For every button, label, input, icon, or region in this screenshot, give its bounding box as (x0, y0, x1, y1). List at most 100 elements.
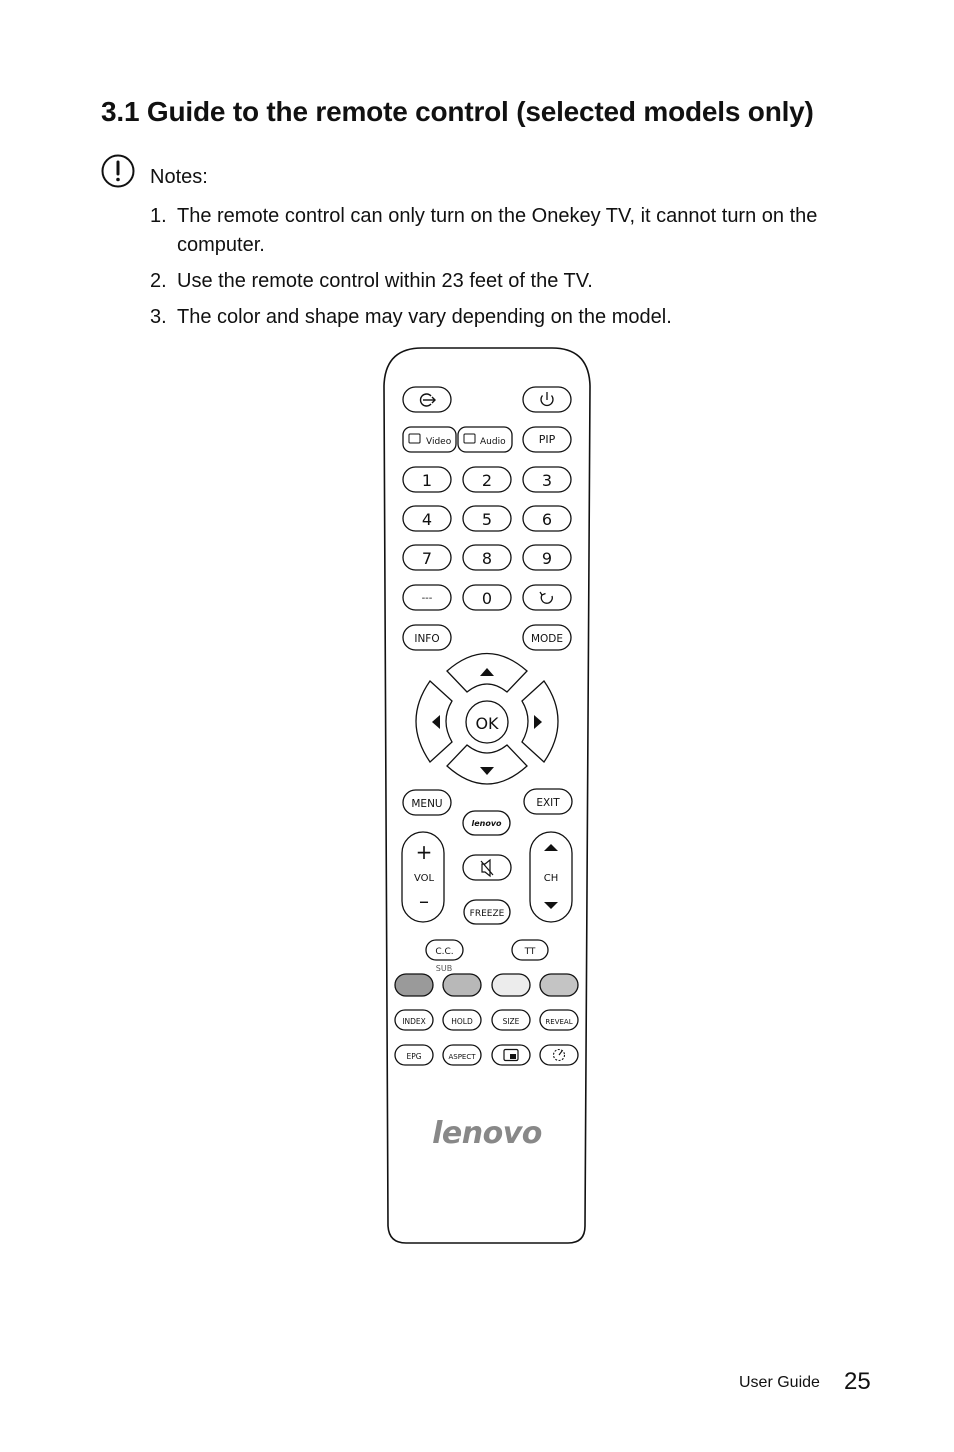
hold-label: HOLD (451, 1017, 473, 1026)
sleep-button (539, 1044, 579, 1066)
color-key-4 (539, 973, 579, 997)
digit-label: 3 (542, 471, 552, 490)
video-button: Video (402, 426, 457, 453)
menu-label: MENU (411, 798, 442, 810)
right-arrow-icon (534, 715, 542, 729)
channel-down-icon (544, 902, 558, 909)
reveal-label: REVEAL (545, 1018, 572, 1026)
info-button: INFO (402, 624, 452, 651)
power-icon (540, 392, 554, 407)
cc-button: C.C. (425, 939, 464, 961)
aspect-label: ASPECT (448, 1053, 476, 1061)
index-label: INDEX (402, 1017, 425, 1026)
dash-button: --- (402, 584, 452, 611)
freeze-button: FREEZE (463, 899, 511, 925)
vol-label: VOL (414, 873, 435, 884)
remote-control-illustration: Video Audio PIP 1 2 3 4 5 6 7 8 9 --- 0 … (383, 347, 591, 1244)
note-number: 3. (150, 306, 167, 328)
ok-label: OK (475, 714, 499, 733)
input-source-button (402, 386, 452, 413)
note-item: 3. The color and shape may vary depending… (150, 303, 870, 332)
digit-button-0: 0 (462, 584, 512, 611)
sub-label: SUB (436, 964, 452, 973)
size-label: SIZE (503, 1017, 520, 1026)
digit-label: 2 (482, 471, 492, 490)
dpad-right-button (521, 680, 559, 763)
lenovo-button-logo: lenovo (471, 819, 502, 828)
channel-up-icon (544, 844, 558, 851)
exit-label: EXIT (536, 797, 560, 809)
footer-label: User Guide (739, 1374, 820, 1391)
tt-label: TT (524, 947, 536, 957)
digit-button-3: 3 (522, 466, 572, 493)
size-button: SIZE (491, 1009, 531, 1031)
dpad-down-button (446, 744, 528, 785)
digit-button-7: 7 (402, 544, 452, 571)
dpad: OK (415, 652, 559, 785)
screen-button (491, 1044, 531, 1066)
screen-icon (503, 1048, 519, 1062)
dash-label: --- (422, 593, 433, 604)
reveal-button: REVEAL (539, 1009, 579, 1031)
notes-list: 1.The remote control can only turn on th… (150, 202, 870, 339)
digit-button-9: 9 (522, 544, 572, 571)
dpad-up-button (446, 652, 528, 693)
ok-button: OK (465, 700, 509, 744)
warning-icon (101, 154, 135, 188)
lenovo-button: lenovo (462, 810, 511, 836)
digit-label: 0 (482, 589, 492, 608)
audio-icon (463, 433, 476, 444)
freeze-label: FREEZE (470, 909, 505, 919)
note-number: 2. (150, 270, 167, 292)
left-arrow-icon (432, 715, 440, 729)
input-icon (419, 393, 436, 407)
digit-button-1: 1 (402, 466, 452, 493)
power-button (522, 386, 572, 413)
video-icon (408, 433, 421, 444)
aspect-button: ASPECT (442, 1044, 482, 1066)
note-text: The remote control can only turn on the … (177, 205, 818, 256)
epg-label: EPG (406, 1052, 421, 1061)
sleep-timer-icon (552, 1048, 566, 1062)
digit-button-5: 5 (462, 505, 512, 532)
info-label: INFO (414, 633, 439, 645)
digit-label: 7 (422, 549, 432, 568)
volume-down-icon: – (419, 889, 429, 913)
pip-label: PIP (539, 433, 556, 446)
video-label: Video (426, 437, 452, 447)
remote-body (383, 347, 591, 1244)
digit-button-4: 4 (402, 505, 452, 532)
color-key-1 (394, 973, 434, 997)
page-number: 25 (844, 1368, 871, 1395)
digit-label: 8 (482, 549, 492, 568)
dpad-left-button (415, 680, 453, 763)
up-arrow-icon (480, 668, 494, 676)
ch-label: CH (544, 873, 559, 884)
volume-up-icon: + (416, 840, 433, 864)
digit-label: 9 (542, 549, 552, 568)
digit-label: 1 (422, 471, 432, 490)
recall-icon (539, 591, 553, 604)
audio-label: Audio (480, 437, 506, 447)
mode-label: MODE (531, 633, 563, 645)
lenovo-logo: lenovo (432, 1116, 542, 1151)
note-text: Use the remote control within 23 feet of… (177, 270, 593, 292)
mode-button: MODE (522, 624, 572, 651)
mute-icon (480, 858, 494, 878)
note-item: 2. Use the remote control within 23 feet … (150, 267, 870, 296)
page-title: 3.1 Guide to the remote control (selecte… (101, 96, 814, 127)
notes-label: Notes: (150, 166, 208, 188)
note-text: The color and shape may vary depending o… (177, 306, 672, 328)
down-arrow-icon (480, 767, 494, 775)
tt-button: TT (511, 939, 549, 961)
epg-button: EPG (394, 1044, 434, 1066)
cc-label: C.C. (435, 947, 453, 957)
color-key-2 (442, 973, 482, 997)
hold-button: HOLD (442, 1009, 482, 1031)
volume-rocker: + VOL – (401, 831, 445, 923)
menu-button: MENU (402, 789, 452, 816)
digit-button-8: 8 (462, 544, 512, 571)
audio-button: Audio (457, 426, 513, 453)
exit-button: EXIT (523, 788, 573, 815)
channel-rocker: CH (529, 831, 573, 923)
